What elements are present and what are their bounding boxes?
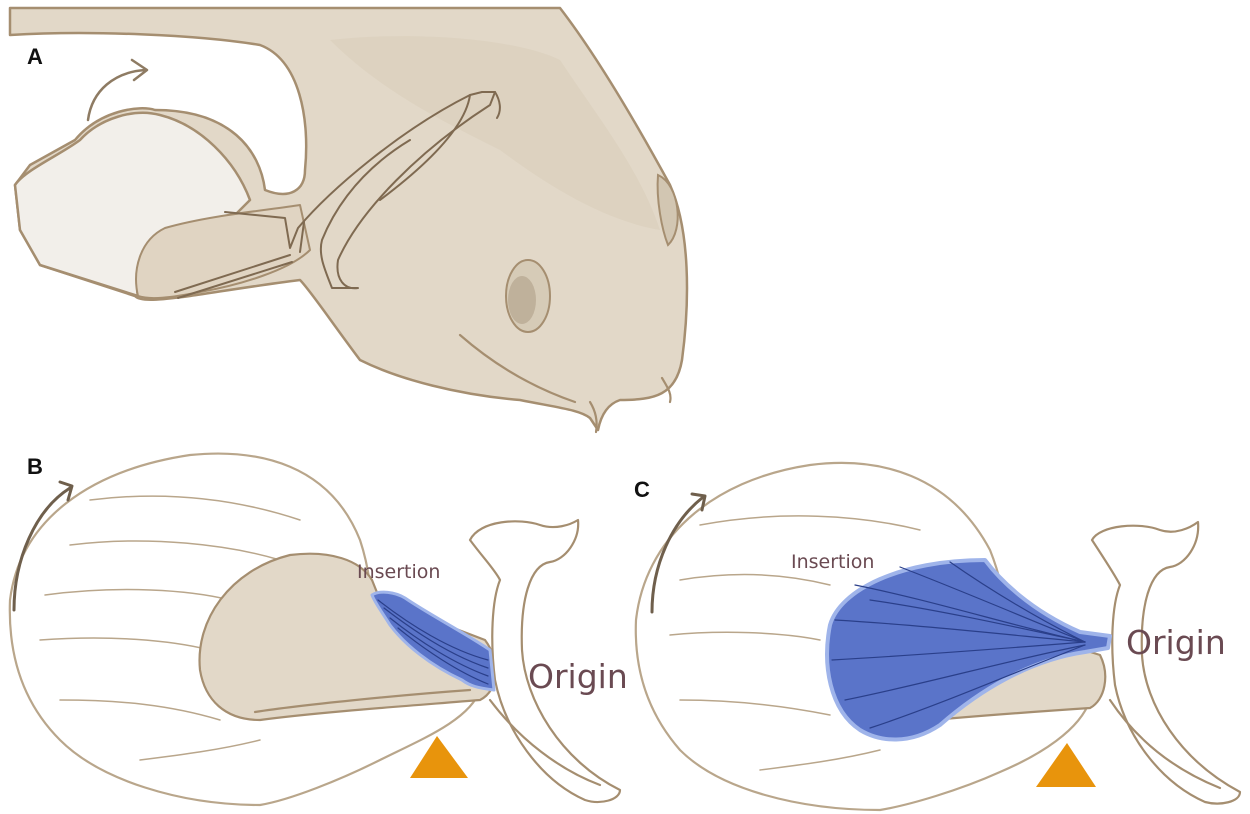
girdle-bone-c — [1092, 522, 1240, 804]
panel-letter-b: B — [27, 454, 43, 479]
origin-label-c: Origin — [1126, 623, 1226, 662]
insertion-label-c: Insertion — [791, 551, 874, 573]
panel-b: Insertion Origin B — [10, 454, 628, 805]
insertion-label-b: Insertion — [357, 561, 440, 583]
eye — [508, 276, 536, 324]
panel-a: A — [10, 8, 687, 432]
panel-letter-c: C — [634, 477, 650, 502]
panel-letter-a: A — [27, 44, 43, 69]
origin-label-b: Origin — [528, 657, 628, 696]
orange-triangle-marker — [410, 736, 468, 778]
panel-c: Insertion Origin C — [634, 463, 1240, 810]
